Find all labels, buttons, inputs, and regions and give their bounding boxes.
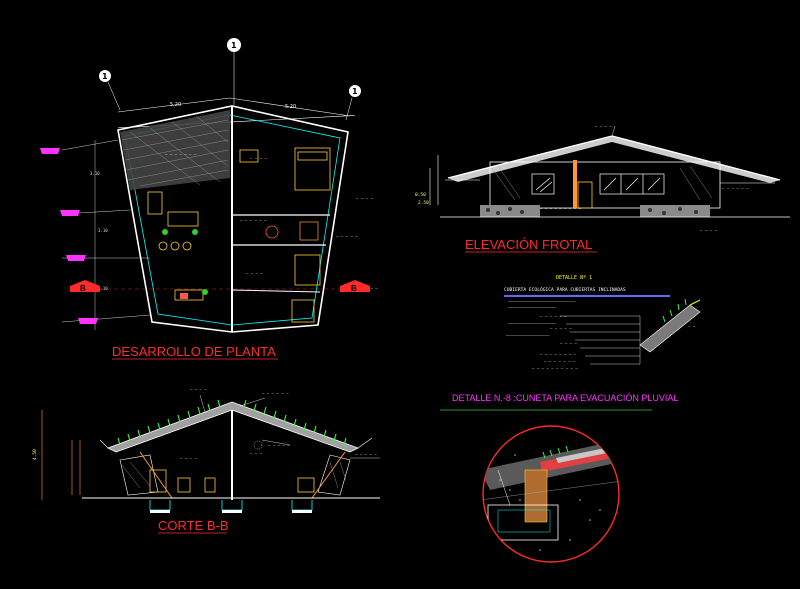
axis-left: 1	[102, 72, 108, 81]
plan-title: DESARROLLO DE PLANTA	[112, 344, 276, 359]
svg-text:— — — — — —: — — — — — —	[240, 218, 267, 223]
svg-text:3.10: 3.10	[90, 171, 100, 176]
svg-text:— — — —: — — — —	[180, 456, 197, 461]
svg-text:——————————————————: ——————————————————	[506, 333, 550, 338]
front-elevation: 0.50 2.50	[415, 124, 790, 253]
svg-text:— —: — —	[688, 324, 696, 329]
svg-text:————————————————————————————: ————————————————————————————	[508, 299, 576, 304]
detail-title: DETALLE N.-8 :CUNETA PARA EVACUACIÓN PLU…	[452, 393, 678, 403]
svg-text:————————————————————: ————————————————————	[508, 305, 557, 310]
svg-text:— — — — —: — — — — —	[355, 452, 377, 457]
svg-text:— — — — — —: — — — — — —	[540, 314, 567, 319]
svg-text:— — —: — — —	[250, 451, 263, 456]
grid-axis-bubble-icon: 1 1 1	[99, 38, 361, 97]
detail-subheader: CUBIERTA ECOLÓGICA PARA CUBIERTAS INCLIN…	[504, 286, 626, 293]
svg-text:— — — — — — — — —: — — — — — — — — —	[540, 206, 582, 211]
svg-text:— — — — — — — — — —: — — — — — — — — — —	[532, 366, 578, 371]
svg-text:— — — —: — — — —	[246, 271, 263, 276]
svg-text:— — — — —: — — — — —	[336, 234, 358, 239]
section-dim: 4.50	[32, 449, 38, 460]
svg-text:— — — —: — — — —	[595, 124, 612, 129]
detail-header: DETALLE Nº 1	[556, 275, 592, 281]
svg-text:————————————————————: ————————————————————	[508, 321, 557, 326]
svg-text:3.10: 3.10	[98, 286, 108, 291]
elev-dim-bottom: 2.50	[418, 200, 429, 206]
svg-text:— — — — — — —: — — — — — — —	[165, 152, 197, 157]
svg-text:— — — — — — —: — — — — — — —	[544, 359, 576, 364]
axis-right: 1	[352, 87, 358, 96]
svg-text:— — — —: — — — —	[560, 341, 577, 346]
section-title: CORTE B-B	[158, 518, 229, 533]
floor-plan: 5.20 5.20	[40, 38, 378, 360]
svg-text:— — — — — — — —: — — — — — — — —	[540, 352, 577, 357]
svg-text:5.20: 5.20	[285, 104, 296, 110]
section-bb: 4.50	[32, 387, 380, 534]
axis-top: 1	[231, 41, 237, 50]
svg-text:— — — —: — — — —	[356, 196, 373, 201]
svg-text:— — — —: — — — —	[700, 228, 717, 233]
circular-detail	[482, 425, 620, 563]
svg-text:— — — —: — — — —	[250, 156, 267, 161]
section-marker-left: B	[80, 284, 86, 293]
svg-text:— — — — — —: — — — — — —	[722, 186, 749, 191]
detail-box: DETALLE Nº 1 CUBIERTA ECOLÓGICA PARA CUB…	[504, 275, 701, 371]
svg-text:— — — — — —: — — — — — —	[262, 391, 289, 396]
svg-text:— — — — —: — — — — —	[268, 443, 290, 448]
section-marker-right: B	[351, 284, 357, 293]
svg-text:3.10: 3.10	[98, 228, 108, 233]
svg-text:— — — — —: — — — — —	[550, 326, 572, 331]
elevation-title: ELEVACIÓN FROTAL	[465, 237, 592, 252]
svg-text:5.20: 5.20	[170, 102, 181, 108]
elev-dim-top: 0.50	[415, 192, 426, 198]
svg-text:— — — —: — — — —	[190, 387, 207, 392]
section-cut-arrow-icon: B B	[70, 280, 370, 293]
